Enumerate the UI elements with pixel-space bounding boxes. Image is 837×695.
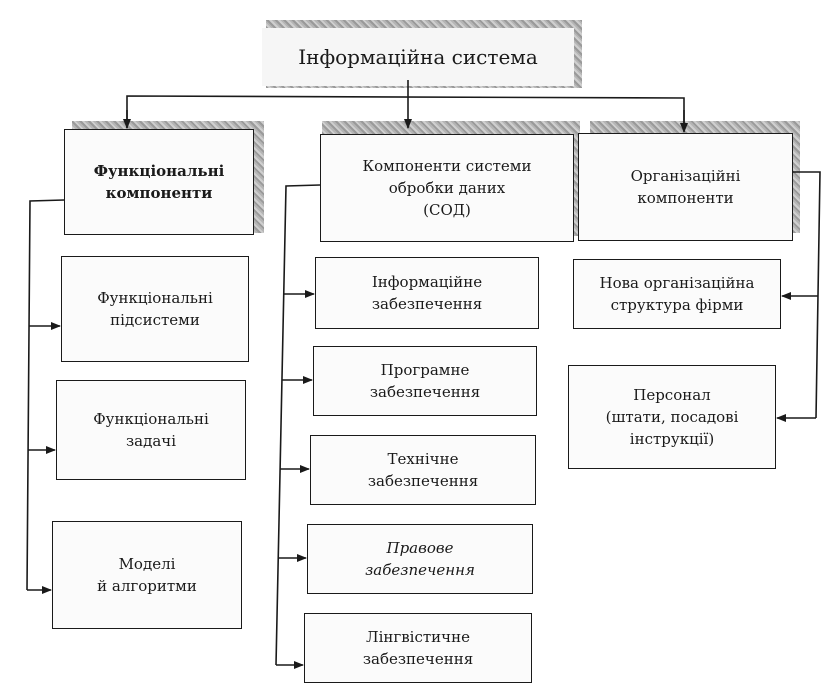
node-label: Моделі й алгоритми [97,555,197,595]
node-models-algorithms: Моделі й алгоритми [52,521,242,629]
node-linguistic-support: Лінгвістичне забезпечення [304,613,532,683]
node-technical-support: Технічне забезпечення [310,435,536,505]
node-functional-subsystems: Функціональні підсистеми [61,256,249,362]
root-node: Інформаційна система [262,28,574,86]
col1-bus [26,199,65,591]
node-information-support: Інформаційне забезпечення [315,257,539,329]
top-bus [126,95,685,130]
node-label: Правове забезпечення [365,539,475,579]
node-label: Функціональні підсистеми [97,289,213,329]
col3-bus [793,171,821,419]
root-node-label: Інформаційна система [298,45,538,69]
node-label: Нова організаційна структура фірми [599,274,755,314]
column-header-organizational: Організаційні компоненти [578,133,793,241]
node-functional-tasks: Функціональні задачі [56,380,246,480]
column-header-functional: Функціональні компоненти [64,129,254,235]
col2-bus [275,184,321,666]
node-label: Персонал (штати, посадові інструкції) [605,386,739,448]
node-label: Функціональні задачі [93,410,209,450]
node-label: Лінгвістичне забезпечення [362,628,474,668]
node-label: Інформаційне забезпечення [371,273,483,313]
node-legal-support: Правове забезпечення [307,524,533,594]
node-personnel: Персонал (штати, посадові інструкції) [568,365,776,469]
column-header-data-processing: Компоненти системи обробки даних (СОД) [320,134,574,242]
node-new-org-structure: Нова організаційна структура фірми [573,259,781,329]
column-header-label: Компоненти системи обробки даних (СОД) [362,157,532,219]
column-header-label: Організаційні компоненти [630,167,741,207]
column-header-label: Функціональні компоненти [93,162,225,202]
node-label: Програмне забезпечення [369,361,481,401]
node-software-support: Програмне забезпечення [313,346,537,416]
node-label: Технічне забезпечення [367,450,479,490]
